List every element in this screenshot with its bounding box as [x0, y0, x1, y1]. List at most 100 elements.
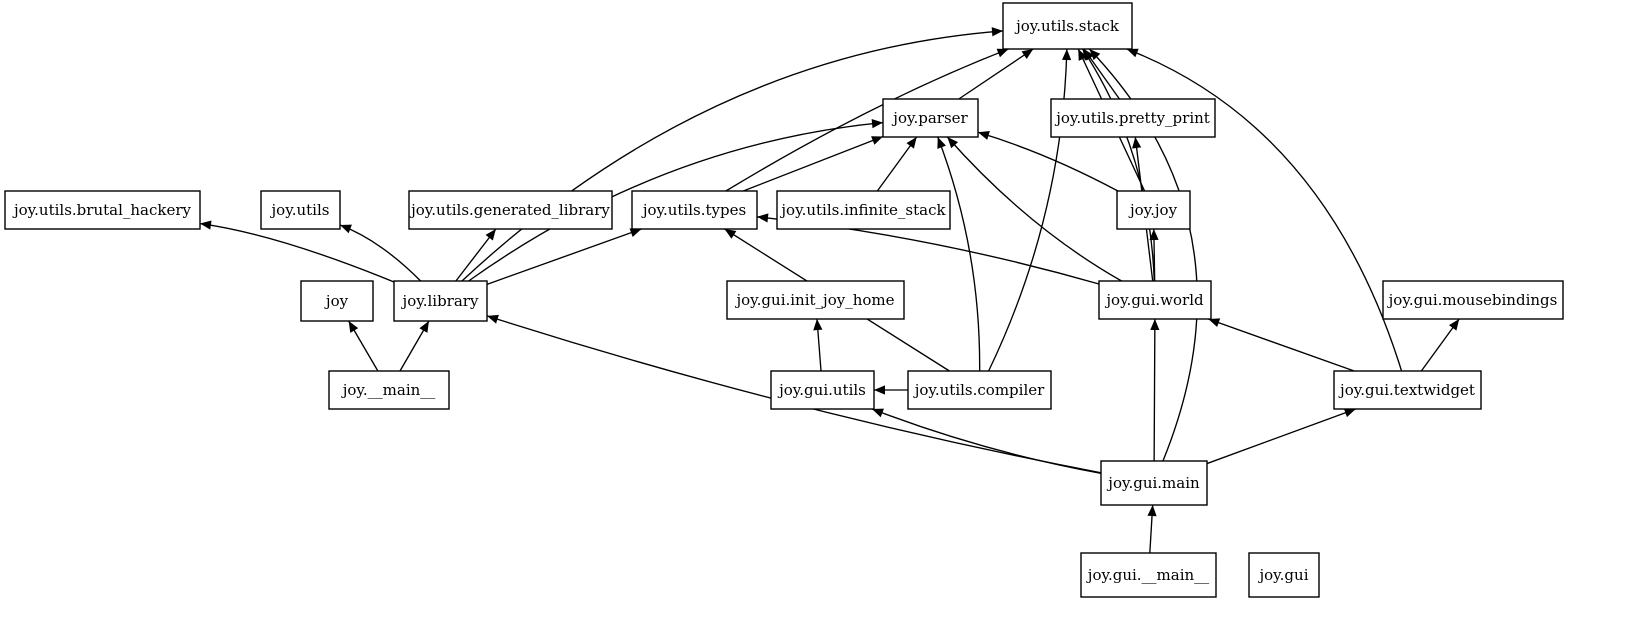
node-gui_world[interactable]: joy.gui.world — [1098, 280, 1212, 320]
edge-arrowhead — [1132, 137, 1142, 149]
node-label-gui_textwidget: joy.gui.textwidget — [1338, 381, 1475, 399]
node-label-gui_mousebindings: joy.gui.mousebindings — [1387, 291, 1558, 309]
node-utils_compiler[interactable]: joy.utils.compiler — [907, 370, 1052, 410]
node-box-utils_types[interactable] — [631, 190, 758, 230]
edge-arrowhead — [874, 385, 885, 395]
node-label-joy_joy: joy.joy — [1128, 201, 1178, 219]
node-box-utils_stack[interactable] — [1002, 2, 1133, 50]
node-box-gui_textwidget[interactable] — [1333, 370, 1482, 410]
node-box-utils_compiler[interactable] — [907, 370, 1052, 410]
node-box-library[interactable] — [393, 280, 488, 322]
node-box-gui_world[interactable] — [1098, 280, 1212, 320]
node-gui_main[interactable]: joy.gui.main — [1100, 460, 1208, 506]
edge-gui_textwidget-to-gui_world — [1208, 318, 1355, 372]
node-gui_textwidget[interactable]: joy.gui.textwidget — [1333, 370, 1482, 410]
node-infinite_stack[interactable]: joy.utils.infinite_stack — [776, 190, 951, 230]
edge-arrowhead — [1126, 48, 1139, 58]
edge-utils_compiler-to-utils_stack — [988, 48, 1068, 372]
edge-arrowhead — [1208, 318, 1221, 328]
node-box-utils[interactable] — [260, 190, 341, 230]
node-label-joy: joy — [324, 292, 349, 310]
edge-arrowhead — [1149, 229, 1159, 241]
node-gui[interactable]: joy.gui — [1248, 552, 1320, 598]
node-gui_dunder_main[interactable]: joy.gui.__main__ — [1080, 552, 1217, 598]
edge-arrowhead — [419, 321, 429, 333]
node-label-joy_main: joy.__main__ — [341, 381, 436, 399]
node-parser[interactable]: joy.parser — [882, 98, 979, 138]
edge-arrowhead — [813, 319, 823, 331]
edge-arrowhead — [1150, 319, 1160, 331]
edge-arrowhead — [1343, 408, 1356, 418]
node-joy_joy[interactable]: joy.joy — [1116, 190, 1191, 230]
node-label-generated_library: joy.utils.generated_library — [409, 201, 610, 219]
node-label-utils: joy.utils — [270, 201, 330, 219]
node-box-infinite_stack[interactable] — [776, 190, 951, 230]
node-label-utils_brutal: joy.utils.brutal_hackery — [12, 201, 192, 219]
edge-arrowhead — [996, 48, 1009, 58]
edge-arrowhead — [1082, 49, 1093, 61]
node-label-utils_pretty_print: joy.utils.pretty_print — [1054, 109, 1210, 127]
node-utils[interactable]: joy.utils — [260, 190, 341, 230]
edge-arrowhead — [485, 229, 496, 241]
node-joy[interactable]: joy — [300, 280, 374, 322]
node-utils_pretty_print[interactable]: joy.utils.pretty_print — [1050, 98, 1216, 138]
node-label-gui_world: joy.gui.world — [1104, 291, 1204, 309]
edge-gui_textwidget-to-utils_stack — [1126, 48, 1403, 372]
node-box-joy_main[interactable] — [328, 370, 450, 410]
node-box-joy[interactable] — [300, 280, 374, 322]
node-generated_library[interactable]: joy.utils.generated_library — [408, 190, 613, 230]
edge-arrowhead — [487, 314, 499, 324]
edge-arrowhead — [757, 213, 769, 223]
edge-arrowhead — [629, 228, 642, 238]
edge-joy_joy-to-parser — [977, 131, 1119, 192]
edge-layer — [199, 27, 1460, 554]
edge-library-to-utils_brutal — [199, 222, 395, 283]
edge-arrowhead — [1061, 49, 1072, 61]
edge-gui_world-to-utils_stack — [1082, 48, 1155, 282]
node-box-gui[interactable] — [1248, 552, 1320, 598]
edge-arrowhead — [1448, 319, 1460, 331]
node-box-generated_library[interactable] — [408, 190, 613, 230]
node-utils_brutal[interactable]: joy.utils.brutal_hackery — [4, 190, 201, 230]
node-label-utils_compiler: joy.utils.compiler — [913, 381, 1045, 399]
edge-arrowhead — [872, 408, 884, 418]
node-label-library: joy.library — [401, 292, 479, 310]
node-gui_mousebindings[interactable]: joy.gui.mousebindings — [1382, 280, 1564, 320]
node-label-parser: joy.parser — [891, 109, 968, 127]
node-box-utils_brutal[interactable] — [4, 190, 201, 230]
node-utils_stack[interactable]: joy.utils.stack — [1002, 2, 1133, 50]
edge-arrowhead — [871, 119, 883, 129]
node-box-utils_pretty_print[interactable] — [1050, 98, 1216, 138]
edge-arrowhead — [871, 136, 883, 145]
edge-utils_types-to-parser — [742, 135, 884, 192]
edge-library-to-utils_stack — [461, 30, 1004, 282]
node-gui_utils[interactable]: joy.gui.utils — [770, 370, 875, 410]
node-label-gui_utils: joy.gui.utils — [777, 381, 866, 399]
node-gui_init_joy_home[interactable]: joy.gui.init_joy_home — [726, 280, 905, 320]
node-label-utils_stack: joy.utils.stack — [1014, 17, 1120, 35]
node-box-gui_init_joy_home[interactable] — [726, 280, 905, 320]
node-box-gui_mousebindings[interactable] — [1382, 280, 1564, 320]
edge-gui_main-to-gui_utils — [871, 408, 1102, 474]
edge-arrowhead — [200, 220, 212, 230]
edge-gui_main-to-gui_world — [1153, 318, 1156, 462]
edge-parser-to-utils_stack — [958, 48, 1034, 100]
edge-utils_compiler-to-parser — [937, 136, 981, 372]
node-label-infinite_stack: joy.utils.infinite_stack — [779, 201, 946, 219]
edge-utils_types-to-utils_stack — [725, 48, 1009, 192]
node-box-gui_dunder_main[interactable] — [1080, 552, 1217, 598]
node-box-parser[interactable] — [882, 98, 979, 138]
node-library[interactable]: joy.library — [393, 280, 488, 322]
node-box-gui_utils[interactable] — [770, 370, 875, 410]
node-box-gui_main[interactable] — [1100, 460, 1208, 506]
node-joy_main[interactable]: joy.__main__ — [328, 370, 450, 410]
node-label-gui_dunder_main: joy.gui.__main__ — [1086, 566, 1210, 584]
edge-arrowhead — [937, 137, 946, 149]
node-box-joy_joy[interactable] — [1116, 190, 1191, 230]
edge-arrowhead — [724, 229, 737, 239]
node-utils_types[interactable]: joy.utils.types — [631, 190, 758, 230]
edge-gui_world-to-parser — [946, 136, 1122, 282]
edge-arrowhead — [991, 27, 1003, 37]
